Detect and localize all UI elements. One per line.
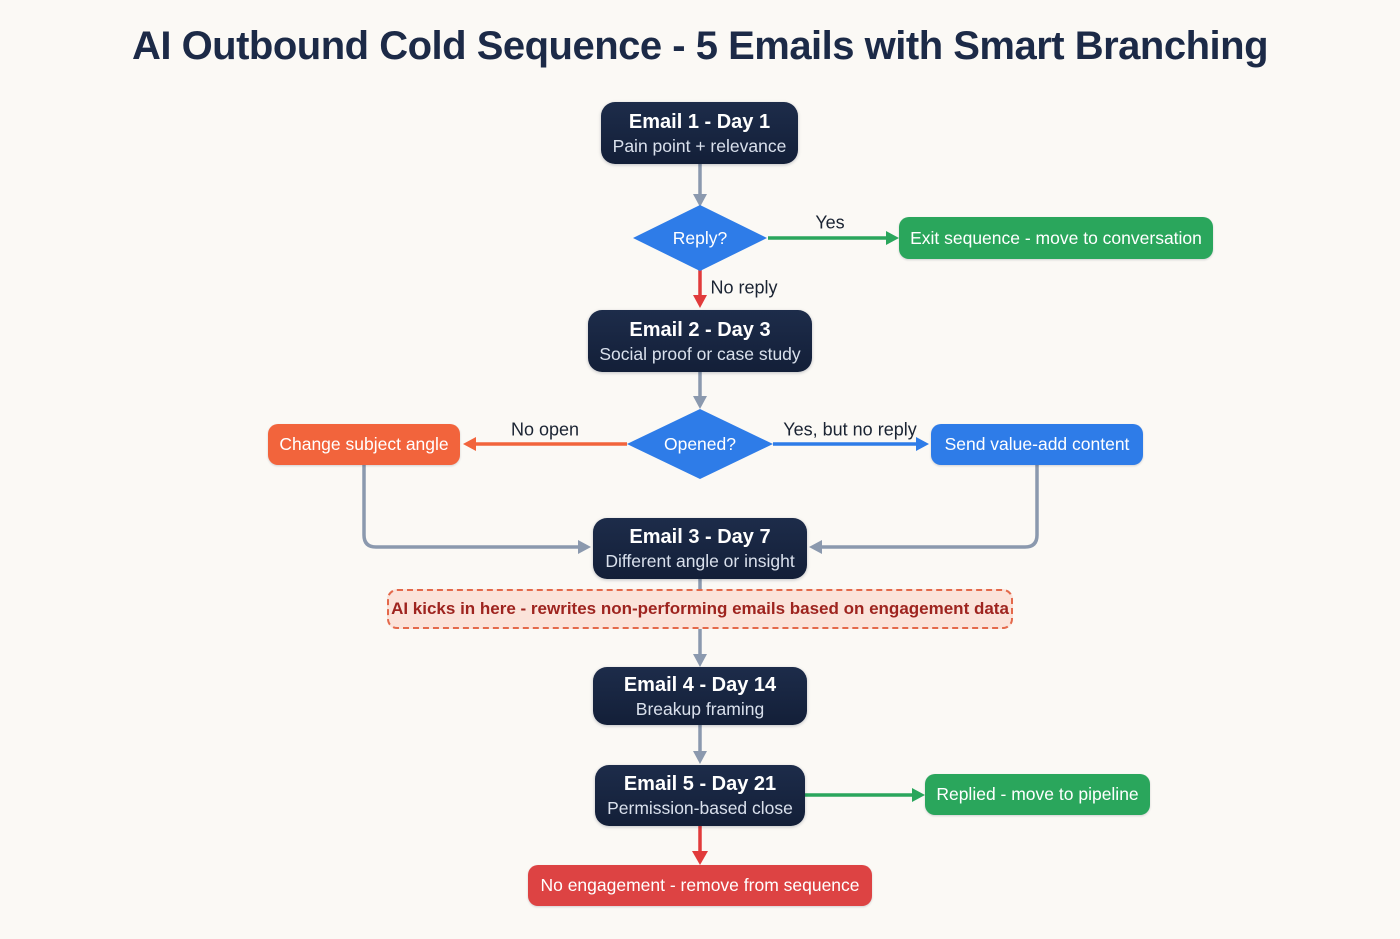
ai-annotation: AI kicks in here - rewrites non-performi… xyxy=(387,589,1013,629)
edge-label-no-reply: No reply xyxy=(710,277,778,298)
node-email-5-subtitle: Permission-based close xyxy=(607,798,793,818)
edge-opened-yes-to-send xyxy=(773,437,929,451)
node-email-1-title: Email 1 - Day 1 xyxy=(628,110,771,133)
edge-change-to-email3 xyxy=(362,464,591,554)
ai-annotation-label: AI kicks in here - rewrites non-performi… xyxy=(391,599,1009,618)
edge-email1-to-reply xyxy=(693,164,707,207)
node-no-engagement-label: No engagement - remove from sequence xyxy=(540,875,860,895)
node-send-value-label: Send value-add content xyxy=(944,434,1130,454)
node-change-subject: Change subject angle xyxy=(268,424,460,465)
edge-label-yes: Yes xyxy=(815,212,845,233)
node-replied-label: Replied - move to pipeline xyxy=(936,784,1139,804)
node-email-5: Email 5 - Day 21 Permission-based close xyxy=(595,765,805,826)
node-email-2-title: Email 2 - Day 3 xyxy=(629,318,771,341)
edge-email4-to-email5 xyxy=(693,724,707,764)
edge-opened-noopen-to-change xyxy=(463,437,627,451)
edge-reply-yes-to-exit xyxy=(768,231,899,245)
node-email-1-subtitle: Pain point + relevance xyxy=(612,135,787,156)
node-no-engagement: No engagement - remove from sequence xyxy=(528,865,872,906)
edge-email5-to-remove xyxy=(692,825,708,865)
node-replied: Replied - move to pipeline xyxy=(925,774,1150,815)
node-email-1: Email 1 - Day 1 Pain point + relevance xyxy=(601,102,798,164)
node-email-3-title: Email 3 - Day 7 xyxy=(629,526,771,548)
edge-reply-noreply-to-email2 xyxy=(693,270,707,308)
node-change-subject-label: Change subject angle xyxy=(279,434,449,454)
decision-opened-label: Opened? xyxy=(663,433,736,454)
edge-label-no-open: No open xyxy=(510,419,580,440)
node-exit-sequence-label: Exit sequence - move to conversation xyxy=(910,227,1202,248)
node-exit-sequence: Exit sequence - move to conversation xyxy=(899,217,1213,259)
node-email-2: Email 2 - Day 3 Social proof or case stu… xyxy=(588,310,812,372)
node-email-3: Email 3 - Day 7 Different angle or insig… xyxy=(593,518,807,579)
diagram-title: AI Outbound Cold Sequence - 5 Emails wit… xyxy=(131,24,1269,68)
edge-label-yes-but-no-reply: Yes, but no reply xyxy=(783,419,917,440)
node-email-2-subtitle: Social proof or case study xyxy=(599,343,801,364)
node-email-5-title: Email 5 - Day 21 xyxy=(623,773,777,795)
edge-email2-to-opened xyxy=(693,372,707,409)
edge-email5-to-replied xyxy=(805,788,925,802)
node-email-4-title: Email 4 - Day 14 xyxy=(623,673,777,696)
decision-reply-label: Reply? xyxy=(672,227,728,248)
edge-send-to-email3 xyxy=(809,464,1039,554)
node-email-3-subtitle: Different angle or insight xyxy=(605,551,795,571)
node-email-4-subtitle: Breakup framing xyxy=(635,698,765,719)
node-send-value: Send value-add content xyxy=(931,424,1143,465)
node-email-4: Email 4 - Day 14 Breakup framing xyxy=(593,667,807,725)
